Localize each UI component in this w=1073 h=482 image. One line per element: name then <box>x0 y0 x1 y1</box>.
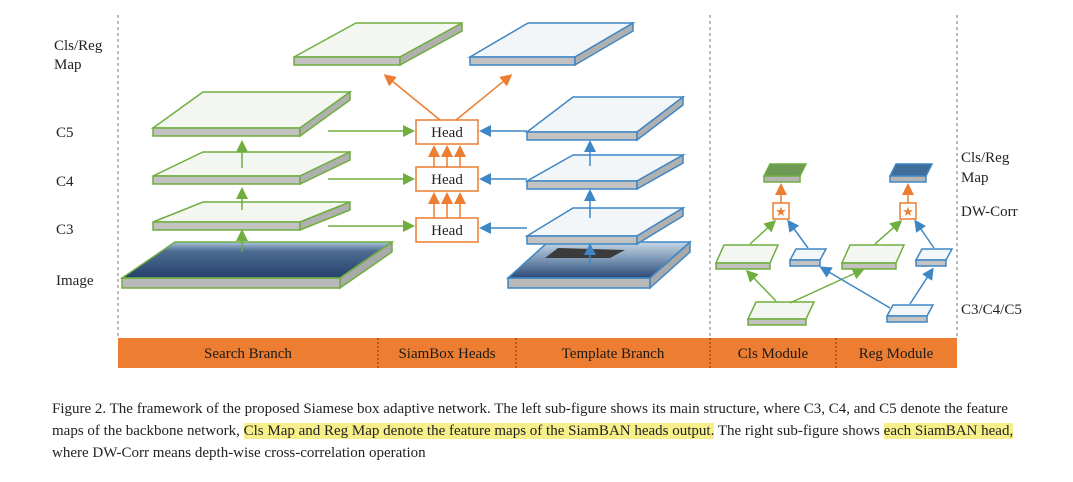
left-label-map-line2: Map <box>54 57 82 73</box>
band-search-branch: Search Branch <box>204 346 292 362</box>
right-label-dwcorr: DW-Corr <box>961 204 1018 220</box>
head-feed-arrows <box>328 125 527 234</box>
head-boxes: Head Head Head <box>415 119 479 243</box>
right-label-map-line1: Cls/Reg <box>961 150 1010 166</box>
head-stack-arrows <box>383 74 513 218</box>
template-image-layer <box>506 240 692 290</box>
reg-module-detail: ★ <box>840 163 954 323</box>
left-label-image: Image <box>56 273 94 289</box>
left-label-map-line1: Cls/Reg <box>54 38 103 54</box>
search-c5-layer <box>150 90 353 138</box>
search-c4-layer <box>152 150 351 186</box>
section-band: Search Branch SiamBox Heads Template Bra… <box>118 338 957 368</box>
head-box-c4 <box>415 166 479 192</box>
head-label-c4: Head <box>431 172 463 188</box>
template-c5-layer <box>524 95 686 142</box>
band-template-branch: Template Branch <box>562 346 665 362</box>
right-label-c345: C3/C4/C5 <box>961 302 1022 318</box>
head-box-c3 <box>415 217 479 243</box>
search-c3-layer <box>152 200 351 232</box>
figure-caption: Figure 2. The framework of the proposed … <box>52 398 1042 464</box>
template-c3-layer <box>524 206 686 246</box>
right-label-map-line2: Map <box>961 170 989 186</box>
band-reg-module: Reg Module <box>859 346 934 362</box>
template-c4-layer <box>524 153 686 191</box>
svg-text:★: ★ <box>902 205 914 220</box>
band-cls-module: Cls Module <box>738 346 809 362</box>
caption-part3: where DW-Corr means depth-wise cross-cor… <box>52 445 426 461</box>
left-label-c4: C4 <box>56 174 74 190</box>
band-siambox-heads: SiamBox Heads <box>398 346 495 362</box>
caption-part2: The right sub-figure shows <box>714 423 884 439</box>
module-cross-links <box>789 266 891 309</box>
head-label-c3: Head <box>431 223 463 239</box>
left-label-c3: C3 <box>56 222 74 238</box>
head-box-c5 <box>415 119 479 145</box>
cls-map-output <box>293 21 463 67</box>
svg-text:★: ★ <box>775 205 787 220</box>
siamban-framework-diagram: Head Head Head <box>54 15 1022 368</box>
reg-map-output <box>467 21 636 67</box>
caption-highlight-1: Cls Map and Reg Map denote the feature m… <box>243 423 715 439</box>
search-image-layer <box>119 240 395 290</box>
caption-highlight-2: each SiamBAN head, <box>883 423 1014 439</box>
left-label-c5: C5 <box>56 125 74 141</box>
cls-module-detail: ★ <box>714 163 828 326</box>
caption-part1: Figure 2. The framework of the proposed … <box>52 401 1008 439</box>
head-label-c5: Head <box>431 125 463 141</box>
